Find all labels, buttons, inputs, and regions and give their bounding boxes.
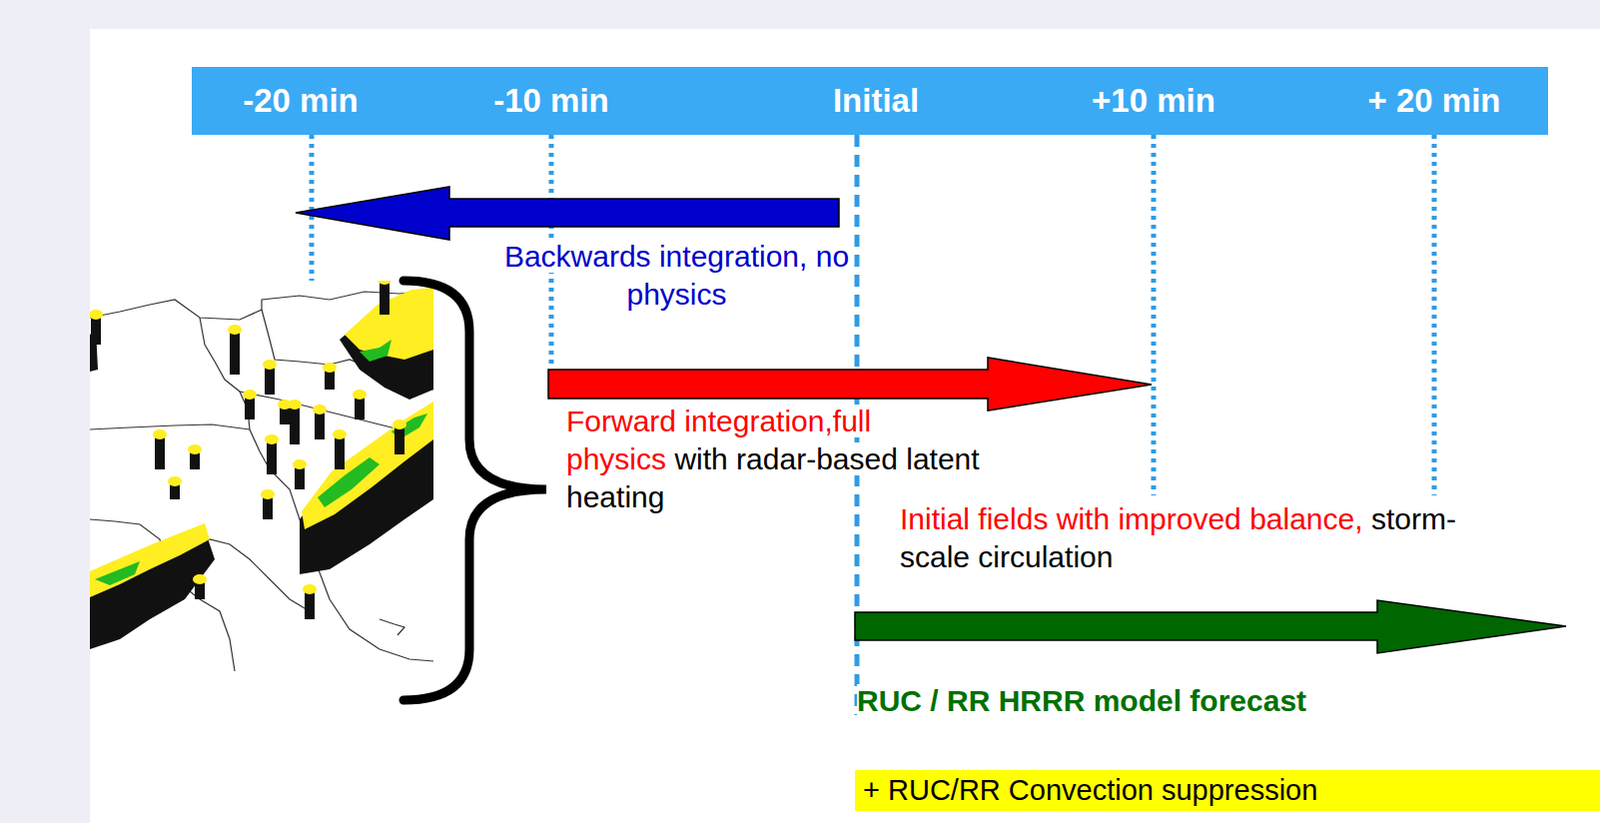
forward-arrow — [548, 357, 1152, 411]
time-bar: -20 min -10 min Initial +10 min + 20 min — [191, 66, 1549, 135]
time-label: -10 min — [493, 81, 610, 120]
time-label: -20 min — [242, 81, 359, 120]
note-text: + RUC/RR Convection suppression — [862, 774, 1318, 806]
forecast-title: RUC / RR HRRR model forecast — [856, 682, 1597, 721]
radar-cell — [302, 584, 317, 620]
time-label: +10 min — [1091, 81, 1216, 120]
radar-map — [89, 280, 434, 672]
radar-cell — [262, 359, 277, 395]
radar-cell — [187, 444, 202, 470]
radar-cell — [352, 389, 367, 420]
time-label: Initial — [832, 81, 919, 120]
radar-cell — [192, 574, 207, 600]
radar-cell — [377, 280, 392, 315]
radar-cell — [167, 476, 182, 500]
arrow-caption: Forward integration,full physicswith rad… — [566, 402, 1026, 517]
arrow-caption: Backwards integration, no physics — [464, 237, 889, 314]
arrow-caption: Initial fields with improved balance,sto… — [899, 500, 1525, 577]
radar-cell — [287, 399, 302, 445]
time-marker-line — [1151, 134, 1157, 496]
forecast-arrow — [854, 600, 1567, 654]
radar-cell — [332, 429, 347, 470]
radar-cell — [292, 459, 307, 490]
radar-cell — [264, 434, 279, 475]
backward-arrow — [295, 186, 839, 240]
radar-cell — [312, 404, 327, 440]
radar-cells — [89, 280, 407, 620]
radar-cell — [89, 309, 103, 345]
caption-text: Backwards integration, no physics — [504, 239, 849, 311]
radar-cell — [242, 389, 257, 420]
radar-cell — [322, 362, 337, 390]
forecast-label: RUC / RR HRRR model forecast — [856, 684, 1307, 718]
time-label: + 20 min — [1368, 81, 1502, 120]
radar-cell — [227, 324, 242, 375]
time-marker-line — [1432, 134, 1438, 496]
radar-cell — [260, 489, 275, 520]
note-box: + RUC/RR Convection suppression — [854, 770, 1600, 811]
radar-cell — [392, 419, 407, 455]
time-marker-line — [309, 134, 315, 281]
caption-text: Initial fields with improved balance, — [899, 502, 1364, 536]
radar-cell — [152, 429, 167, 470]
brace — [403, 280, 547, 701]
